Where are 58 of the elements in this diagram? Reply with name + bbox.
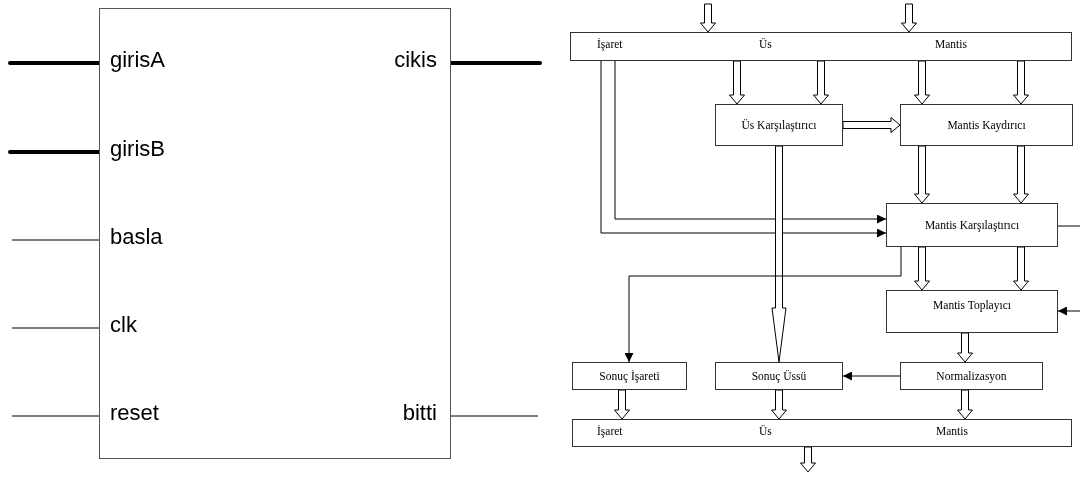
field-label: Üs bbox=[759, 39, 772, 51]
signal-line bbox=[8, 150, 101, 154]
signal-line bbox=[1057, 225, 1080, 227]
process-box bbox=[715, 362, 843, 390]
process-box bbox=[886, 290, 1058, 333]
field-label: Mantis bbox=[936, 426, 968, 438]
port-label: reset bbox=[110, 402, 159, 424]
arrow bbox=[624, 246, 902, 363]
box-label: Sonuç İşareti bbox=[599, 368, 660, 384]
process-box bbox=[900, 362, 1043, 390]
block-arrow bbox=[1013, 246, 1029, 291]
box-label: Mantis Karşılaştırıcı bbox=[924, 217, 1020, 233]
process-box bbox=[900, 104, 1073, 146]
port-label: girisB bbox=[110, 138, 165, 160]
block-arrow bbox=[771, 145, 787, 363]
block-arrow bbox=[957, 389, 973, 420]
block-arrow bbox=[729, 60, 745, 105]
process-box bbox=[886, 203, 1058, 247]
box-label: Üs Karşılaştırıcı bbox=[741, 117, 817, 133]
field-label: Üs bbox=[759, 426, 772, 438]
signal-line bbox=[8, 61, 101, 65]
block-arrow bbox=[914, 60, 930, 105]
block-arrow bbox=[813, 60, 829, 105]
signal-line bbox=[11, 239, 100, 241]
process-box bbox=[572, 362, 687, 390]
field-label: İşaret bbox=[597, 39, 623, 51]
arrow bbox=[842, 371, 901, 381]
signal-line bbox=[449, 61, 542, 65]
block-arrow bbox=[901, 3, 917, 33]
register-box bbox=[572, 419, 1072, 447]
box-label: Normalizasyon bbox=[936, 368, 1007, 384]
block-arrow bbox=[700, 3, 716, 33]
block-arrow bbox=[842, 117, 901, 133]
entity-block bbox=[99, 8, 451, 459]
block-arrow bbox=[1013, 60, 1029, 105]
port-label: cikis bbox=[394, 49, 437, 71]
block-arrow bbox=[1013, 145, 1029, 204]
block-arrow bbox=[800, 446, 816, 473]
register-box bbox=[570, 32, 1072, 61]
signal-line bbox=[450, 415, 539, 417]
port-label: bitti bbox=[402, 402, 437, 424]
process-box bbox=[715, 104, 843, 146]
port-label: girisA bbox=[110, 49, 165, 71]
block-arrow bbox=[771, 389, 787, 420]
signal-line bbox=[11, 327, 100, 329]
signal-line bbox=[11, 415, 100, 417]
field-label: Mantis bbox=[935, 39, 967, 51]
block-arrow bbox=[914, 246, 930, 291]
box-label: Mantis Kaydırıcı bbox=[947, 117, 1026, 133]
port-label: clk bbox=[110, 314, 137, 336]
block-arrow bbox=[614, 389, 630, 420]
block-arrow bbox=[914, 145, 930, 204]
arrow bbox=[1057, 306, 1080, 316]
box-label: Mantis Toplayıcı bbox=[933, 298, 1011, 313]
box-label: Sonuç Üssü bbox=[751, 368, 807, 384]
block-arrow bbox=[957, 332, 973, 363]
field-label: İşaret bbox=[597, 426, 623, 438]
port-label: basla bbox=[110, 226, 163, 248]
